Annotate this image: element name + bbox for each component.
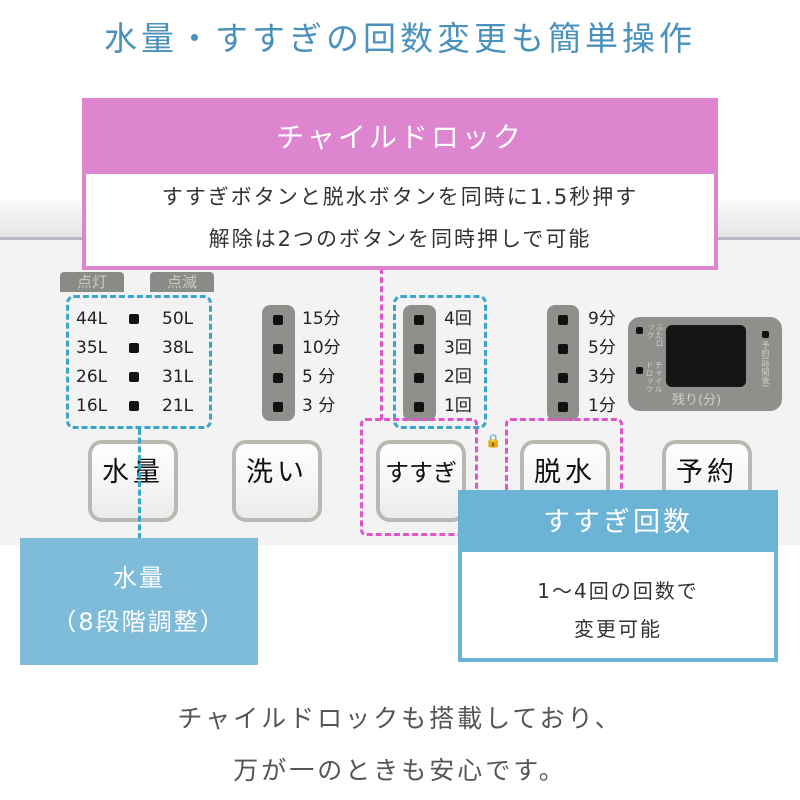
led-indicator: [558, 344, 568, 354]
lid-lock-led: [636, 327, 643, 334]
wash-time-list: 15分 10分 5 分 3 分: [302, 305, 341, 421]
led-indicator: [558, 402, 568, 412]
rinse-count-label: 4回: [444, 309, 472, 329]
reserve-led: [762, 331, 769, 338]
child-lock-label: チャイルドロック: [645, 361, 663, 393]
lid-lock-label: ふたロック: [646, 323, 664, 347]
child-lock-callout: チャイルドロック すすぎボタンと脱水ボタンを同時に1.5秒押す 解除は2つのボタ…: [82, 98, 718, 270]
wash-time-label: 10分: [302, 338, 341, 358]
connector-line: [138, 429, 141, 539]
water-level-label: 38L: [162, 338, 194, 358]
time-display: ふたロック チャイルドロック 予約(時間後) 残り(分): [628, 317, 782, 411]
water-level-highlight: [66, 295, 212, 429]
rinse-count-callout: すすぎ回数 1〜4回の回数で 変更可能: [458, 490, 778, 662]
child-lock-line: すすぎボタンと脱水ボタンを同時に1.5秒押す: [161, 185, 639, 209]
child-lock-led: [636, 367, 643, 374]
wash-button[interactable]: 洗い: [232, 440, 322, 522]
spin-time-label: 9分: [588, 309, 616, 329]
rinse-button[interactable]: すすぎ: [376, 440, 466, 522]
water-level-label: 44L: [76, 309, 108, 329]
spin-time-label: 3分: [588, 367, 616, 387]
child-lock-line: 解除は2つのボタンを同時押しで可能: [208, 227, 592, 251]
led-indicator: [273, 344, 283, 354]
water-level-label: 35L: [76, 338, 108, 358]
rinse-count-list: 4回 3回 2回 1回: [444, 305, 472, 421]
caption-line: チャイルドロックも搭載しており、: [177, 704, 623, 733]
spin-time-list: 9分 5分 3分 1分: [588, 305, 616, 421]
rinse-count-description: 1〜4回の回数で 変更可能: [462, 572, 774, 648]
water-callout-title: 水量: [113, 564, 165, 592]
wash-time-label: 15分: [302, 309, 341, 329]
rinse-led-bar: [403, 305, 436, 421]
rinse-count-line: 1〜4回の回数で: [537, 579, 699, 603]
rinse-count-label: 3回: [444, 338, 472, 358]
rinse-count-label: 2回: [444, 367, 472, 387]
wash-led-bar: [262, 305, 295, 421]
child-lock-heading: チャイルドロック: [86, 102, 714, 174]
spin-time-label: 1分: [588, 396, 616, 416]
water-level-label: 50L: [162, 309, 194, 329]
rinse-count-label: 1回: [444, 396, 472, 416]
water-right-list: 50L 38L 31L 21L: [162, 305, 193, 421]
led-indicator: [558, 373, 568, 383]
remaining-label: 残り(分): [672, 393, 722, 408]
water-level-label: 31L: [162, 367, 194, 387]
water-level-label: 21L: [162, 396, 194, 416]
rinse-count-highlight: [393, 295, 487, 429]
led-indicator: [129, 343, 139, 353]
led-indicator: [414, 373, 424, 383]
water-level-label: 16L: [76, 396, 108, 416]
rinse-count-heading: すすぎ回数: [462, 494, 774, 552]
spin-time-label: 5分: [588, 338, 616, 358]
child-lock-description: すすぎボタンと脱水ボタンを同時に1.5秒押す 解除は2つのボタンを同時押しで可能: [86, 176, 714, 260]
led-indicator: [414, 344, 424, 354]
led-indicator: [414, 315, 424, 325]
tag-blink: 点滅: [150, 272, 214, 292]
wash-time-label: 3 分: [302, 396, 336, 416]
led-indicator: [129, 314, 139, 324]
led-indicator: [558, 315, 568, 325]
lock-icon: 🔒: [485, 434, 502, 449]
water-level-callout: 水量 （8段階調整）: [20, 538, 258, 665]
water-callout-subtitle: （8段階調整）: [52, 608, 226, 636]
water-leds: [129, 305, 139, 421]
led-indicator: [273, 373, 283, 383]
wash-time-label: 5 分: [302, 367, 336, 387]
connector-line: [380, 268, 383, 420]
led-indicator: [129, 401, 139, 411]
water-left-list: 44L 35L 26L 16L: [76, 305, 107, 421]
tag-on: 点灯: [60, 272, 124, 292]
rinse-count-line: 変更可能: [574, 617, 662, 641]
bottom-caption: チャイルドロックも搭載しており、 万が一のときも安心です。: [0, 693, 800, 797]
led-indicator: [414, 402, 424, 412]
led-indicator: [273, 315, 283, 325]
spin-led-bar: [547, 305, 579, 421]
led-indicator: [273, 402, 283, 412]
page-title: 水量・すすぎの回数変更も簡単操作: [104, 19, 696, 58]
water-button[interactable]: 水量: [88, 440, 178, 522]
rinse-button-highlight: [360, 418, 478, 536]
water-level-label: 26L: [76, 367, 108, 387]
led-indicator: [129, 372, 139, 382]
digit-screen: [666, 325, 746, 387]
caption-line: 万が一のときも安心です。: [233, 756, 567, 785]
reserve-label: 予約(時間後): [761, 341, 770, 388]
